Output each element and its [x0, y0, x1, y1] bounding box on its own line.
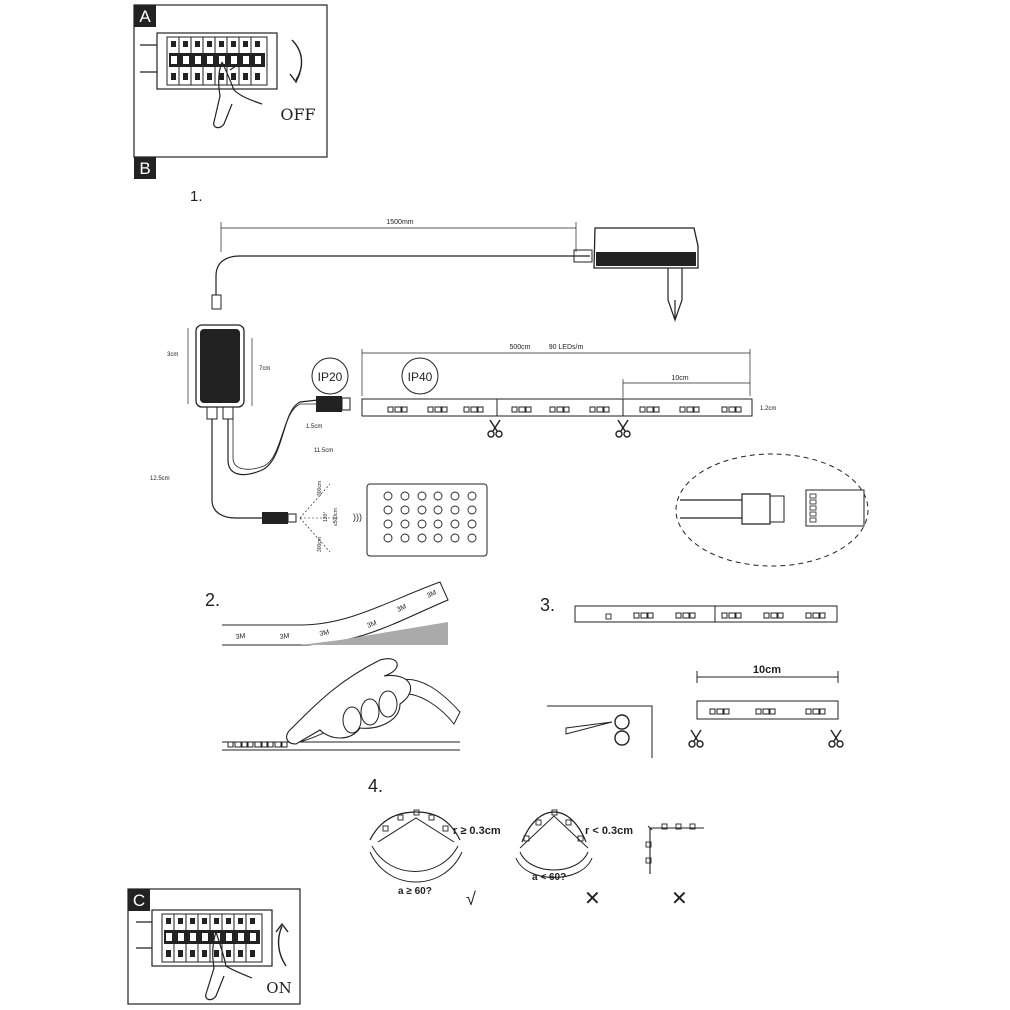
panel-b-letter: B [139, 159, 150, 178]
adhesive-mark: 3M [366, 620, 378, 630]
remote-range-bottom: 300cm [317, 537, 323, 552]
scissors-icon [565, 714, 630, 746]
cut-mark-icon [615, 419, 631, 438]
ok-radius-label: r ≥ 0.3cm [453, 825, 501, 837]
lead-length-label: 11.5cm [314, 448, 333, 454]
strip-width-label: 1.2cm [760, 406, 776, 412]
segment-length-label: 10cm [671, 375, 688, 382]
adhesive-mark: 3M [319, 629, 330, 638]
step-3-cutting: 10cm [547, 605, 844, 758]
step-4-label: 4. [368, 776, 383, 796]
cut-mark-icon [828, 729, 844, 748]
ip20-label: IP20 [318, 370, 343, 384]
panel-c-letter: C [133, 891, 145, 910]
ir-signal-icon: ))) [353, 512, 362, 522]
ip40-label: IP40 [408, 370, 433, 384]
cut-mark-icon [688, 729, 704, 748]
step-2-label: 2. [205, 590, 220, 610]
panel-a-letter: A [139, 7, 151, 26]
receiver-lead-label: 12.5cm [150, 476, 170, 482]
controller-height-label: 7cm [259, 366, 270, 372]
panel-c-state: ON [266, 979, 291, 997]
step-4-bending: r ≥ 0.3cm a ≥ 60? √ r < 0.3cm a < 60? ✕ … [369, 809, 704, 910]
panel-a-switch-off: A OFF [133, 4, 328, 158]
remote-control-icon [366, 483, 488, 557]
step-3-segment-label: 10cm [753, 664, 781, 676]
led-density-label: 90 LEDs/m [549, 344, 584, 351]
step-1-wiring: 1500mm 3cm 7cm IP20 IP40 1.5cm 11.5cm 12… [150, 219, 869, 567]
corner-cross-icon: ✕ [671, 888, 688, 910]
bad-radius-label: r < 0.3cm [585, 825, 633, 837]
adhesive-mark: 3M [396, 603, 408, 613]
bad-angle-label: a < 60? [532, 872, 566, 883]
step-1-label: 1. [190, 188, 203, 205]
step-3-label: 3. [540, 595, 555, 615]
connector-detail [675, 453, 869, 567]
plug-offset-label: 1.5cm [306, 424, 322, 430]
remote-distance: ≤500cm [333, 508, 339, 526]
cable-length-label: 1500mm [386, 219, 413, 226]
cut-mark-icon [487, 419, 503, 438]
adhesive-mark: 3M [426, 589, 438, 599]
panel-b-marker: B [134, 157, 156, 179]
panel-c-switch-on: C ON [127, 888, 301, 1005]
adhesive-mark: 3M [235, 633, 246, 641]
panel-a-state: OFF [280, 105, 315, 124]
controller-width-label: 3cm [167, 352, 178, 358]
ok-angle-label: a ≥ 60? [398, 886, 432, 897]
remote-range-top: 300cm [317, 481, 323, 496]
step-2-adhesive: 3M 3M 3M 3M 3M 3M [222, 581, 461, 751]
adhesive-mark: 3M [279, 633, 290, 641]
strip-length-label: 500cm [509, 344, 530, 351]
remote-angle: 120° [323, 512, 329, 522]
ok-check-icon: √ [466, 889, 476, 909]
bad-cross-icon: ✕ [584, 888, 601, 910]
